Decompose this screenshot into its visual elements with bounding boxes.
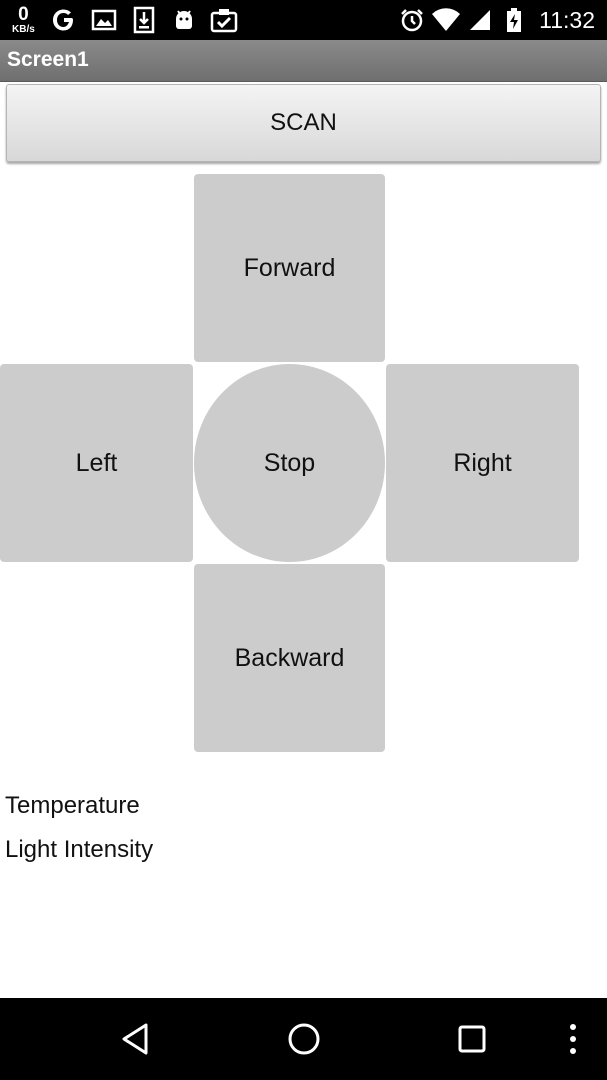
clipboard-check-icon bbox=[207, 0, 241, 40]
screen-title: Screen1 bbox=[7, 48, 89, 71]
network-speed: 0 KB/s bbox=[12, 5, 35, 35]
recent-apps-icon bbox=[458, 1025, 486, 1053]
cell-signal-icon bbox=[465, 0, 495, 40]
network-speed-unit: KB/s bbox=[12, 24, 35, 35]
download-icon bbox=[127, 0, 161, 40]
wifi-icon bbox=[431, 0, 461, 40]
home-icon bbox=[288, 1023, 320, 1055]
backward-button[interactable]: Backward bbox=[194, 564, 385, 752]
overflow-menu-button[interactable] bbox=[553, 998, 593, 1080]
status-bar-left: 0 KB/s bbox=[12, 0, 247, 40]
forward-button[interactable]: Forward bbox=[194, 174, 385, 362]
alarm-icon bbox=[397, 0, 427, 40]
recent-apps-button[interactable] bbox=[432, 998, 512, 1080]
title-bar: Screen1 bbox=[0, 40, 607, 82]
temperature-label: Temperature bbox=[5, 792, 140, 819]
back-icon bbox=[122, 1023, 148, 1055]
stop-button[interactable]: Stop bbox=[194, 364, 385, 562]
google-icon bbox=[47, 0, 81, 40]
more-vert-icon bbox=[570, 1024, 576, 1054]
scan-button[interactable]: SCAN bbox=[6, 84, 601, 162]
right-button[interactable]: Right bbox=[386, 364, 579, 562]
status-bar: 0 KB/s bbox=[0, 0, 607, 40]
network-speed-value: 0 bbox=[18, 4, 29, 25]
back-button[interactable] bbox=[95, 998, 175, 1080]
status-bar-right: 11:32 bbox=[397, 0, 595, 40]
navigation-bar bbox=[0, 998, 607, 1080]
light-intensity-label: Light Intensity bbox=[5, 836, 154, 863]
battery-charging-icon bbox=[499, 0, 529, 40]
home-button[interactable] bbox=[264, 998, 344, 1080]
image-icon bbox=[87, 0, 121, 40]
left-button[interactable]: Left bbox=[0, 364, 193, 562]
android-icon bbox=[167, 0, 201, 40]
status-clock: 11:32 bbox=[539, 6, 595, 33]
